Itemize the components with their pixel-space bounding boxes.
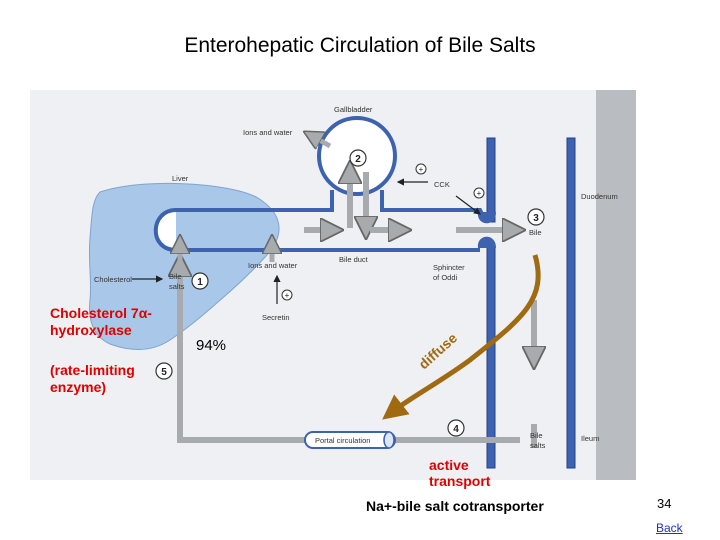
sphincter-upper [477, 212, 496, 224]
plus-marker-secretin: + [281, 289, 293, 301]
label-cholesterol: Cholesterol [94, 275, 132, 284]
step-marker-3: 3 [527, 208, 545, 226]
intestine-wall-right [566, 137, 576, 469]
duodenum-wall-left [486, 137, 496, 223]
label-bile-salts-ileum-1: Bile [530, 431, 543, 440]
arrow-ions-water-top [312, 136, 332, 146]
intestine-wall-left [486, 243, 496, 469]
portal-vessel [304, 431, 396, 449]
label-liver: Liver [172, 174, 189, 183]
label-ions-water-mid: Ions and water [248, 261, 298, 270]
label-bile-salts-liver-2: salts [169, 282, 185, 291]
enzyme-name-label: Cholesterol 7α-hydroxylase [50, 305, 152, 338]
label-ileum: Ileum [581, 434, 599, 443]
step-marker-2: 2 [349, 149, 367, 167]
label-bile-salts-liver-1: Bile [169, 272, 182, 281]
label-gallbladder: Gallbladder [334, 105, 373, 114]
back-link[interactable]: Back [656, 521, 683, 535]
plus-marker-sphincter: + [473, 187, 485, 199]
slide-title: Enterohepatic Circulation of Bile Salts [184, 34, 536, 57]
label-bile-duct: Bile duct [339, 255, 369, 264]
hepatic-duct [176, 190, 334, 212]
arrow-cck-sphincter [455, 195, 481, 215]
label-ions-water-top: Ions and water [243, 128, 293, 137]
svg-text:2: 2 [355, 154, 361, 165]
rate-limiting-label: (rate-limiting enzyme) [50, 362, 135, 395]
label-secretin: Secretin [262, 313, 290, 322]
svg-text:3: 3 [533, 213, 539, 224]
page-edge-shadow [596, 90, 636, 480]
svg-text:+: + [477, 189, 482, 198]
portal-return-path [180, 265, 520, 443]
cotransporter-label: Na+-bile salt cotransporter [366, 498, 544, 514]
label-portal: Portal circulation [315, 436, 370, 445]
label-duodenum: Duodenum [581, 192, 618, 201]
label-bile: Bile [529, 228, 542, 237]
recycle-percent: 94% [196, 337, 227, 354]
portal-vessel-end [383, 431, 395, 449]
label-cck: CCK [434, 180, 450, 189]
active-transport-label: active transport [429, 457, 491, 489]
svg-text:4: 4 [453, 424, 459, 435]
svg-text:5: 5 [161, 367, 167, 378]
label-sphincter-1: Sphincter [433, 263, 465, 272]
plus-marker-cck: + [415, 163, 427, 175]
step-marker-5: 5 [155, 362, 173, 380]
sphincter-lower [477, 236, 496, 248]
slide-number: 34 [657, 496, 672, 511]
label-sphincter-2: of Oddi [433, 273, 458, 282]
step-marker-1: 1 [191, 272, 209, 290]
diffuse-arrow [382, 254, 541, 420]
svg-text:+: + [285, 291, 290, 300]
label-bile-salts-ileum-2: salts [530, 441, 546, 450]
liver-duct-loop [153, 208, 177, 252]
svg-text:+: + [419, 165, 424, 174]
step-marker-4: 4 [447, 419, 465, 437]
svg-text:1: 1 [197, 277, 203, 288]
